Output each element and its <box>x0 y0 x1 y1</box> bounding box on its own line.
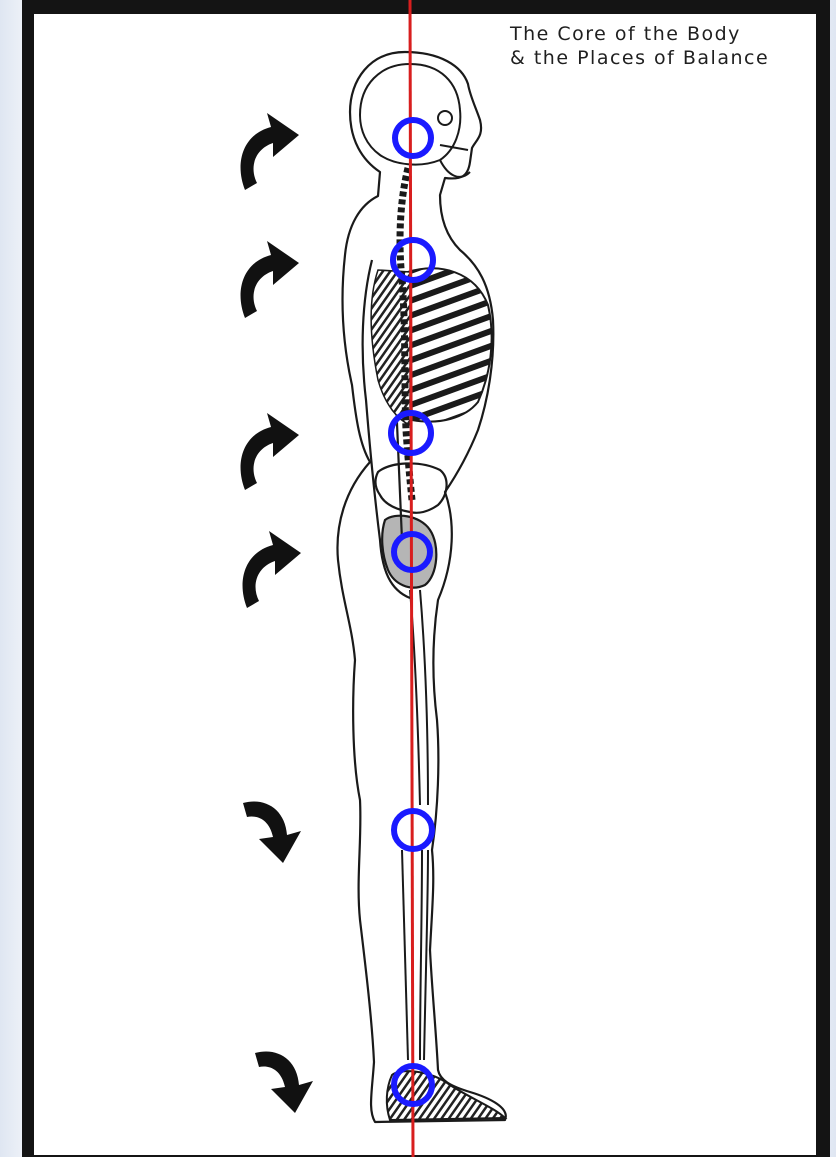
plumb-line <box>410 0 413 1157</box>
rotation-arrows <box>241 113 313 1113</box>
curved-arrow-icon <box>243 531 301 608</box>
balance-marker-neck <box>395 120 431 156</box>
rib-cage <box>371 268 491 425</box>
curved-arrow-icon <box>243 801 301 863</box>
curved-arrow-icon <box>255 1051 313 1113</box>
foot <box>387 1071 505 1120</box>
leg-bones <box>402 590 428 1060</box>
curved-arrow-icon <box>241 113 299 190</box>
curved-arrow-icon <box>241 413 299 490</box>
curved-arrow-icon <box>241 241 299 318</box>
